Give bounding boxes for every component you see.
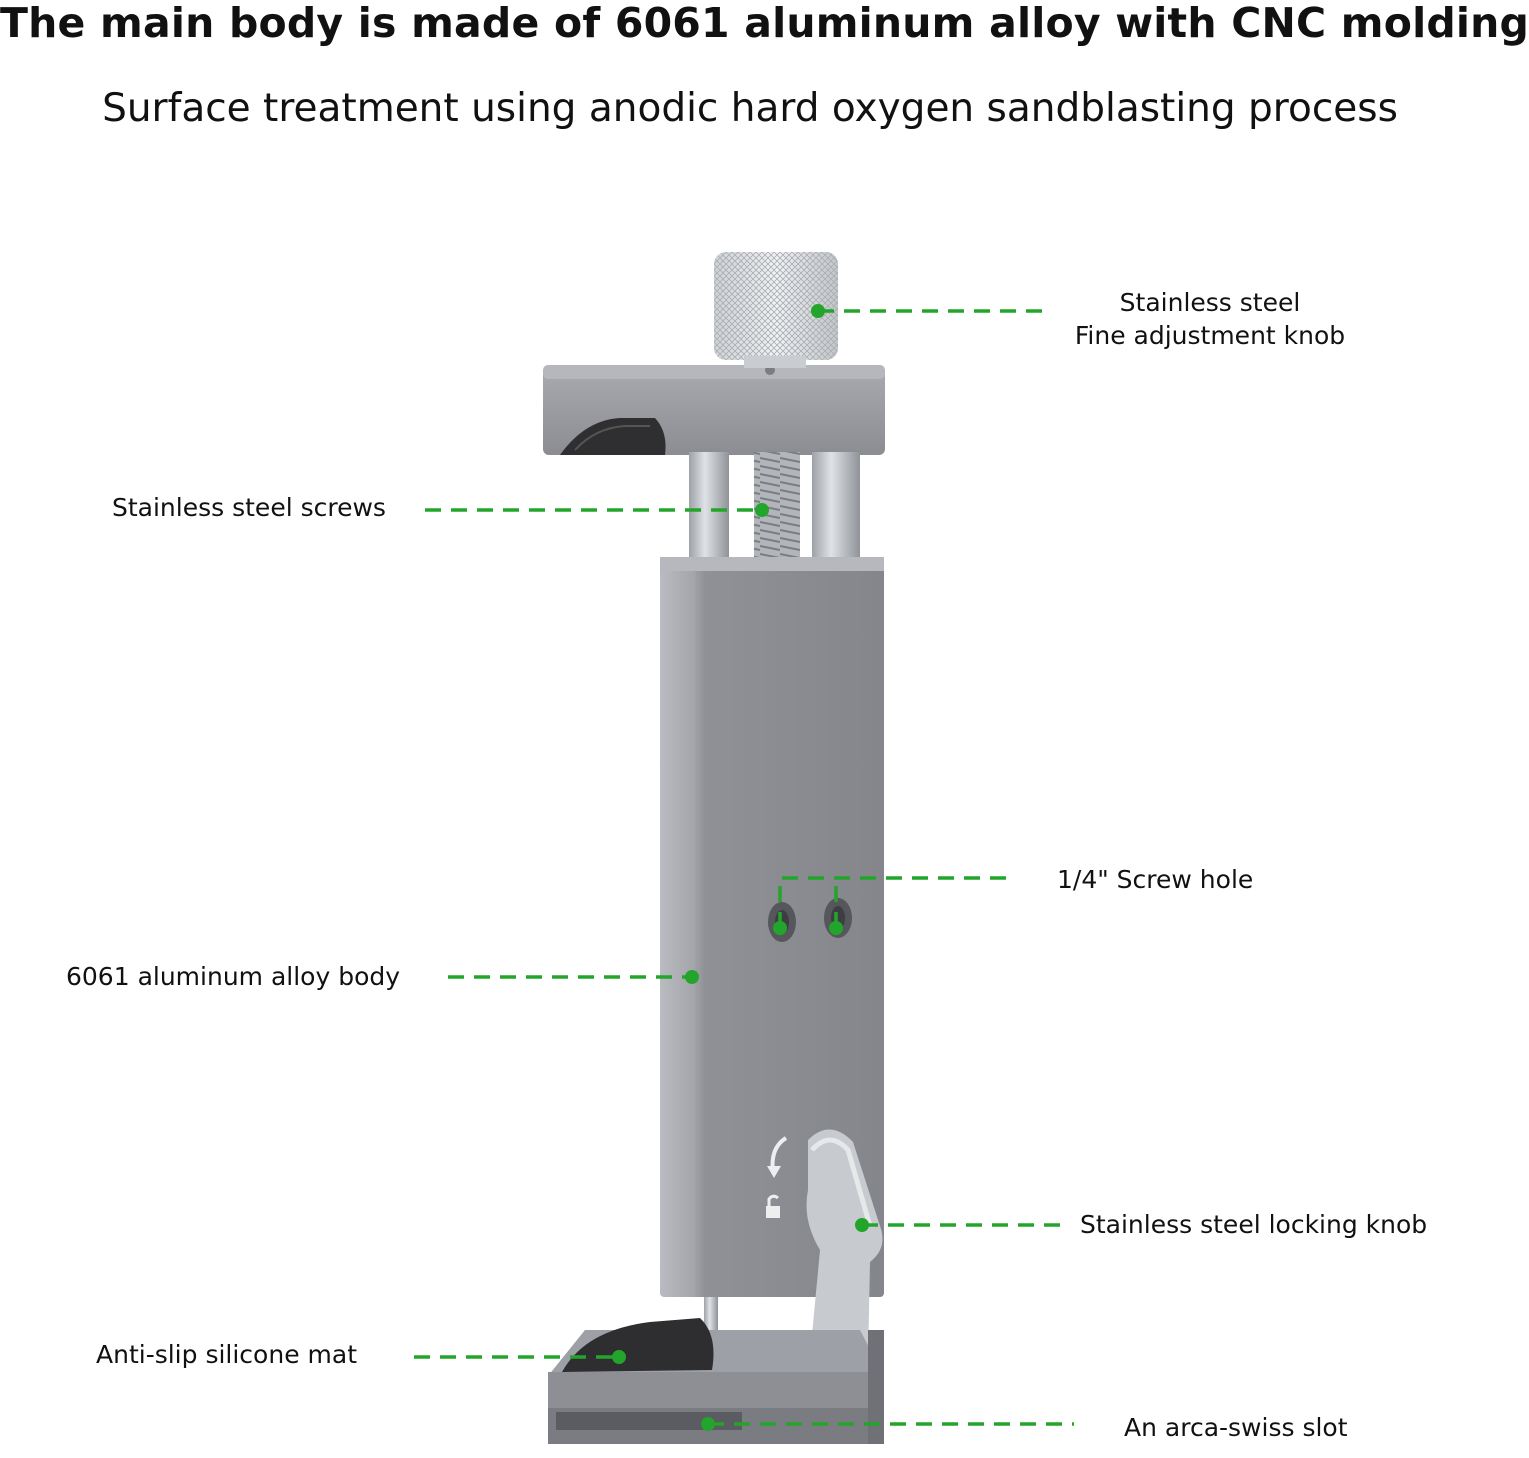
bottom-clamp-jaw (548, 1318, 884, 1444)
label-screw-hole: 1/4" Screw hole (1057, 865, 1254, 894)
leader-screw-hole-dot (773, 921, 787, 935)
leader-silicone-mat-dot (612, 1350, 626, 1364)
leader-fine-adjustment-knob-dot (811, 304, 825, 318)
top-clamp-jaw (543, 365, 885, 455)
label-knob-line2: Fine adjustment knob (1074, 321, 1346, 350)
arca-swiss-slot (556, 1412, 742, 1430)
fine-adjustment-knob (714, 252, 838, 368)
unlock-icon (766, 1206, 780, 1218)
leader-screw-hole-2-dot (829, 921, 843, 935)
label-aluminum-body: 6061 aluminum alloy body (66, 962, 401, 991)
page-subtitle: Surface treatment using anodic hard oxyg… (102, 86, 1398, 131)
label-fine-adjustment-knob: Stainless steel Fine adjustment knob (1060, 286, 1360, 352)
label-arca-swiss-slot: An arca-swiss slot (1124, 1413, 1348, 1442)
leader-arca-swiss-slot-dot (701, 1417, 715, 1431)
leader-stainless-screws-dot (755, 503, 769, 517)
page-title: The main body is made of 6061 aluminum a… (0, 0, 1529, 47)
label-knob-line1: Stainless steel (1119, 288, 1301, 317)
label-stainless-screws: Stainless steel screws (112, 493, 386, 522)
leader-locking-knob-dot (855, 1218, 869, 1232)
locking-knob (806, 1129, 883, 1373)
callout-leaders (414, 304, 1074, 1431)
label-locking-knob: Stainless steel locking knob (1080, 1210, 1428, 1239)
leader-aluminum-body-dot (685, 970, 699, 984)
guide-rods (689, 452, 860, 564)
label-silicone-mat: Anti-slip silicone mat (96, 1340, 357, 1369)
